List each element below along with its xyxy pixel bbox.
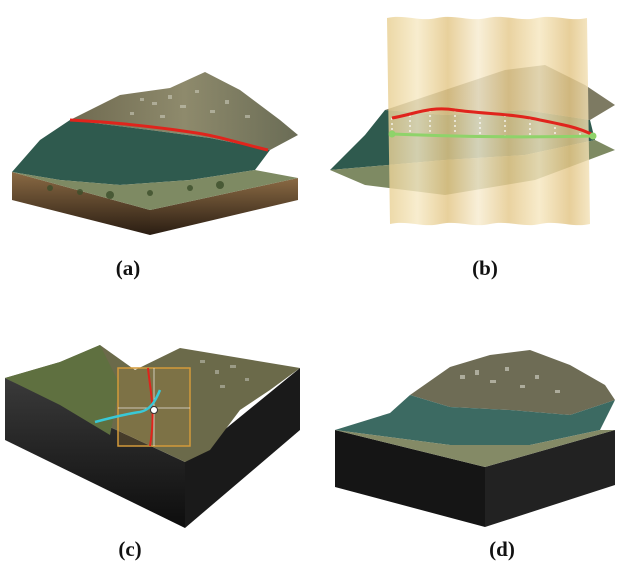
panel-d-terrain [330, 345, 623, 530]
block-side-left-c [5, 378, 185, 528]
lower-bank [12, 170, 298, 210]
cyan-path-c [94, 389, 162, 424]
green-start-point [388, 130, 396, 138]
caption-c: (c) [118, 537, 142, 561]
panel-b-terrain [325, 10, 623, 235]
red-riverbank-line [69, 118, 269, 152]
green-baseline [391, 132, 594, 139]
curtain-surface [387, 16, 590, 226]
urban-area-d [410, 350, 615, 415]
urban-area [70, 72, 298, 150]
river-d [335, 395, 615, 445]
red-profile-line [391, 107, 594, 137]
block-side-front-d [335, 430, 485, 527]
green-end-point [589, 132, 597, 140]
panel-a-terrain [0, 60, 300, 235]
path-node-c [150, 406, 158, 414]
soil-side-front [12, 172, 150, 235]
terrain-d-svg [335, 350, 615, 527]
caption-b: (b) [472, 256, 498, 280]
terrain-a-svg [12, 72, 298, 235]
caption-d: (d) [489, 537, 515, 561]
caption-a: (a) [115, 256, 141, 280]
panel-c-terrain [0, 340, 310, 530]
lower-bank-d [335, 430, 615, 467]
terrain-green-c [5, 345, 120, 435]
block-side-right-d [485, 430, 615, 527]
red-line-c [147, 367, 154, 447]
river [12, 120, 270, 185]
terrain-b-svg [330, 16, 615, 226]
terrain-c-svg [5, 345, 300, 528]
block-side-right-c [185, 368, 300, 528]
soil-side-right [150, 178, 298, 235]
